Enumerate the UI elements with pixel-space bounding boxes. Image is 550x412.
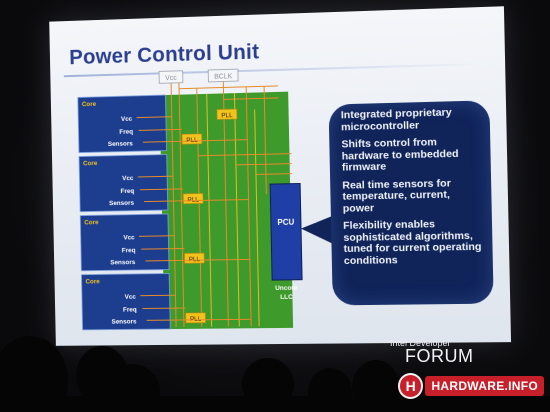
- idf-brand-line1: Intel Developer: [390, 338, 451, 348]
- core-4-pll-box: [186, 313, 206, 323]
- core-1-sensors: Sensors: [108, 140, 133, 148]
- pcu-block: [269, 182, 302, 281]
- core-block-4: [81, 273, 170, 329]
- idf-brand-forum: FORUM: [405, 346, 474, 366]
- vcc-source-box: [159, 71, 183, 84]
- core-2-pll-label: PLL: [187, 196, 199, 203]
- core-block-3: [80, 214, 169, 271]
- core-1-freq: Freq: [119, 129, 133, 136]
- core-3-sensors: Sensors: [110, 259, 135, 266]
- core-4-vcc: Vcc: [125, 294, 137, 301]
- core-4-pll-label: PLL: [190, 316, 202, 323]
- core-3-pll-box: [184, 253, 204, 263]
- core-block-2: [79, 155, 168, 212]
- core-2-label: Core: [83, 160, 98, 167]
- core-4-freq: Freq: [123, 307, 137, 314]
- core-3-label: Core: [84, 219, 99, 226]
- core-1-vcc: Vcc: [121, 116, 133, 123]
- bclk-source-label: BCLK: [214, 73, 233, 81]
- hardware-info-logo-icon: H: [398, 373, 424, 399]
- core-2-sensors: Sensors: [109, 200, 134, 207]
- core-4-label: Core: [85, 278, 100, 285]
- core-3-pll-label: PLL: [189, 256, 201, 263]
- pcu-diagram: Vcc BCLK PLL Core Vcc Freq Sensors PLL: [49, 6, 336, 346]
- vcc-source-label: Vcc: [165, 75, 177, 82]
- core-1-label: Core: [82, 101, 97, 108]
- uncore-region: [159, 91, 294, 330]
- top-pll-box: [217, 109, 237, 119]
- core-signal-wires: [137, 114, 295, 321]
- projection-screen: Power Control Unit Vcc BCLK: [49, 6, 512, 346]
- core-2-freq: Freq: [120, 188, 134, 195]
- core-3-freq: Freq: [122, 247, 136, 254]
- core-2-pll-box: [183, 193, 203, 203]
- uncore-label-line2: LLC: [280, 294, 293, 301]
- pcu-label: PCU: [277, 218, 294, 227]
- hardware-info-watermark: H HARDWARE.INFO: [398, 372, 544, 400]
- core-3-vcc: Vcc: [123, 234, 135, 241]
- core-2-vcc: Vcc: [122, 175, 134, 182]
- callout-pointer: [300, 214, 336, 246]
- uncore-label-line1: Uncore: [275, 285, 298, 292]
- core-block-1: [78, 95, 167, 153]
- core-1-pll-box: [182, 134, 202, 144]
- bclk-source-box: [208, 69, 238, 82]
- core-1-pll-label: PLL: [186, 137, 198, 144]
- hardware-info-logo-text: HARDWARE.INFO: [425, 376, 544, 396]
- top-pll-label: PLL: [221, 112, 233, 119]
- core-4-sensors: Sensors: [111, 318, 136, 325]
